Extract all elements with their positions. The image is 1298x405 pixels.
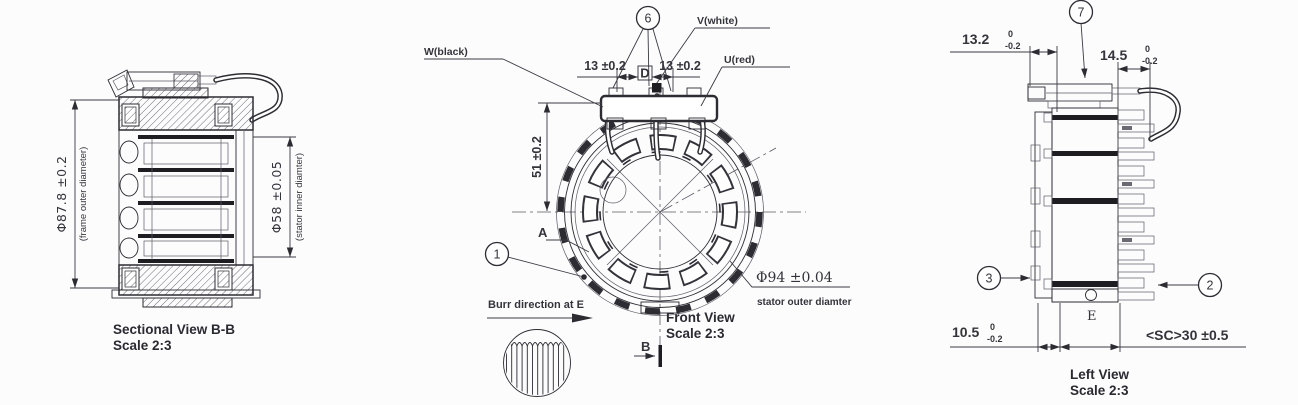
caption-front-view: Front View (666, 310, 735, 325)
wire-labels: W(black) V(white) U(red) (424, 15, 790, 108)
dim-connector-tol-top: 0 (1008, 29, 1013, 39)
dim-stator-outer: Φ94 ±0.04 (756, 270, 833, 286)
dim-flange-tol-bottom: -0.2 (987, 334, 1003, 344)
sectional-lamination-stack (118, 129, 254, 266)
datum-target-square (652, 83, 662, 93)
dim-flange-value: 10.5 (952, 324, 979, 340)
section-b-marker: B (634, 339, 662, 367)
balloon-1-circle (484, 241, 510, 267)
dim-connector-group: 13.2 0 -0.2 (950, 29, 1058, 112)
dim-lead-value: 14.5 (1100, 47, 1127, 63)
sectional-view: Φ87.8 ±0.2 (frame outer diameter) Φ58 ±0… (54, 69, 305, 353)
datum-d-box (637, 65, 653, 81)
stator-front-rings (556, 108, 764, 316)
dim-lead-tol-bottom: -0.2 (1142, 56, 1158, 66)
dim-pitch-left: 13 ±0.2 (584, 59, 626, 73)
balloon-2: 2 (1207, 279, 1214, 293)
dim-stack: <SC>30 ±0.5 (1146, 327, 1229, 343)
balloon-2-circle (1197, 272, 1223, 298)
dim-stator-outer-note: stator outer diamter (757, 297, 852, 308)
dim-connector-tol-bottom: -0.2 (1005, 41, 1021, 51)
stator-slot-ring (582, 134, 738, 290)
burr-detail-circle (503, 329, 571, 397)
dim-frame-outer-diameter: Φ87.8 ±0.2 (54, 156, 69, 233)
sectional-lead-wire (213, 73, 283, 123)
balloon-3-circle (976, 265, 1002, 291)
dim-stator-inner-note: (stator inner diamter) (294, 153, 305, 241)
dim-flange-tol-top: 0 (990, 322, 995, 332)
burr-ridges (506, 342, 565, 395)
balloon-6: 6 (645, 12, 652, 26)
leftview-connector (1027, 83, 1181, 142)
caption-sectional-view: Sectional View B-B (113, 322, 235, 337)
leftview-tooth-strip (1117, 108, 1155, 302)
dim-stator-inner-diameter: Φ58 ±0.05 (269, 161, 284, 234)
dim-height-group: 51 ±0.2 (530, 102, 602, 211)
balloon-3-group: 3 (976, 265, 1030, 291)
leftview-body (1030, 107, 1155, 303)
dim-frame-outer-group: Φ87.8 ±0.2 (frame outer diameter) (54, 99, 119, 289)
label-a-group: A (538, 225, 590, 253)
datum-d: D (640, 66, 649, 81)
dim-flange-group: 10.5 0 -0.2 <SC>30 ±0.5 (950, 303, 1246, 352)
section-b-label: B (641, 339, 650, 354)
balloon-2-group: 2 (1158, 272, 1223, 298)
balloon-1: 1 (494, 248, 501, 262)
dim-lead-group: 14.5 0 -0.2 (1100, 44, 1158, 140)
burr-direction-note: Burr direction at E (488, 299, 584, 311)
dim-lead-tol-top: 0 (1145, 44, 1150, 54)
burr-detail: Burr direction at E (487, 299, 593, 397)
front-terminal-connector (599, 87, 719, 161)
balloon-7: 7 (1078, 6, 1085, 20)
balloon-6-group: 6 (612, 5, 672, 92)
balloon-7-circle (1068, 0, 1094, 25)
label-a: A (538, 225, 548, 240)
dim-frame-outer-note: (frame outer diameter) (78, 147, 89, 242)
wire-label-v: V(white) (697, 15, 738, 27)
caption-front-scale: Scale 2:3 (666, 326, 725, 341)
datum-e-circle (1085, 289, 1097, 301)
caption-left-scale: Scale 2:3 (1070, 383, 1129, 398)
balloon-7-group: 7 (1068, 0, 1094, 79)
dim-height: 51 ±0.2 (530, 136, 544, 178)
wire-label-w: W(black) (424, 46, 468, 58)
dim-stator-outer-group: Φ94 ±0.04 stator outer diamter (729, 260, 852, 308)
datum-e-label: E (1087, 309, 1097, 324)
dim-stator-inner-group: Φ58 ±0.05 (stator inner diamter) (253, 136, 305, 258)
dim-pitch-group: D 13 ±0.2 13 ±0.2 (577, 59, 701, 93)
balloon-1-group: 1 (484, 241, 587, 280)
dim-pitch-right: 13 ±0.2 (659, 59, 701, 73)
front-view: 6 W(black) V(white) U(red) D 13 ±0.2 (424, 5, 852, 397)
left-view: 7 13.2 0 -0.2 14.5 0 -0.2 3 (950, 0, 1246, 398)
sectional-top-cap (118, 87, 254, 131)
dim-connector-value: 13.2 (962, 31, 989, 47)
balloon-6-circle (635, 5, 661, 31)
balloon-3: 3 (986, 272, 993, 286)
caption-left-view: Left View (1070, 367, 1130, 382)
burr-direction-arrow (572, 313, 593, 323)
caption-sectional-scale: Scale 2:3 (113, 338, 172, 353)
wire-label-u: U(red) (724, 54, 755, 66)
sectional-bottom-cap (111, 264, 261, 308)
